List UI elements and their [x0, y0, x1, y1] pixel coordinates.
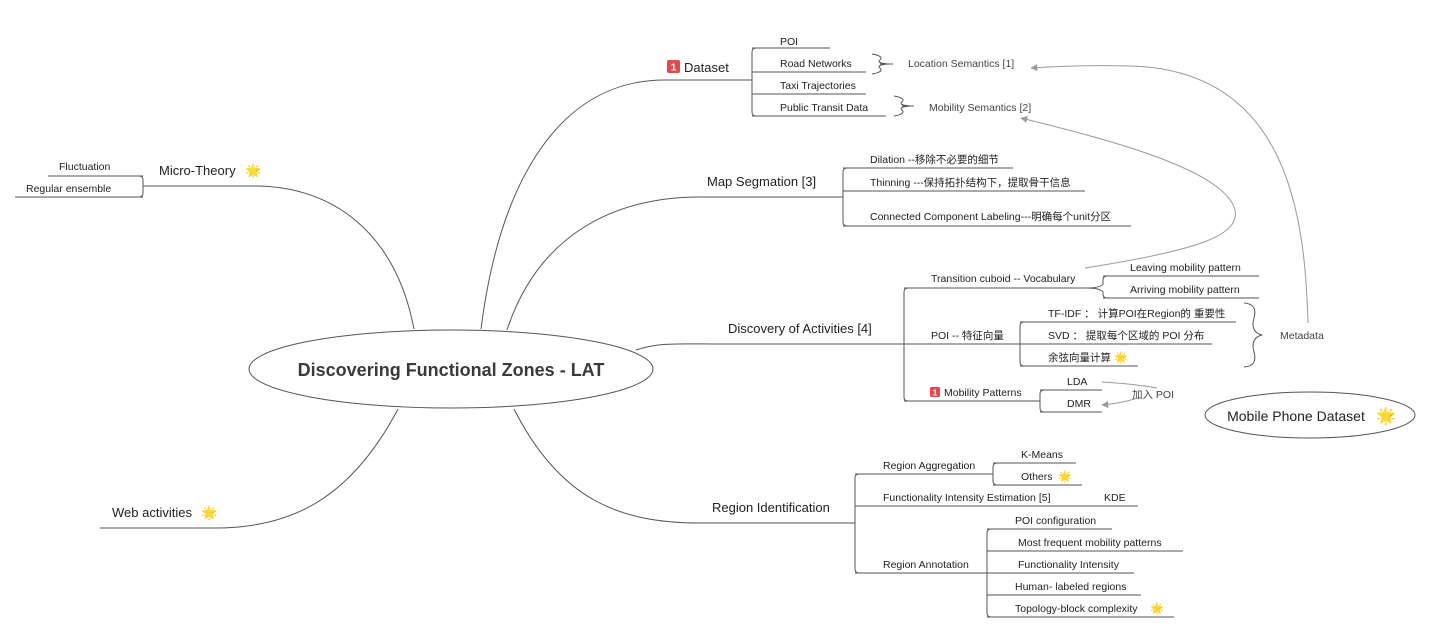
map-seg-child-ccl: Connected Component Labeling---明确每个unit分… — [870, 210, 1111, 223]
transition-child-arriving: Arriving mobility pattern — [1130, 284, 1240, 296]
root-node[interactable]: Discovering Functional Zones - LAT — [248, 329, 654, 409]
link-root-regionid — [513, 408, 855, 524]
star-icon: 🌟 — [201, 505, 217, 521]
poi-child-svd: SVD ： 提取每个区域的 POI 分布 — [1048, 329, 1204, 342]
annotation-child-topology: Topology-block complexity — [1015, 603, 1138, 615]
mobility-semantics-label: Mobility Semantics [2] — [929, 102, 1031, 114]
map-seg-children: Dilation --移除不必要的细节 Thinning ---保持拓扑结构下，… — [842, 153, 1131, 227]
annotation-child-intensity: Functionality Intensity — [1018, 559, 1120, 571]
poi-vector-label[interactable]: POI -- 特征向量 — [931, 329, 1004, 342]
intensity-estimation-label[interactable]: Functionality Intensity Estimation [5] — [883, 492, 1051, 504]
mobility-child-dmr: DMR — [1067, 398, 1091, 410]
summary-brace-metadata — [1243, 302, 1263, 368]
aggregation-child-others: Others — [1021, 471, 1053, 483]
priority-badge-icon — [930, 387, 940, 397]
mobile-phone-dataset-node[interactable]: Mobile Phone Dataset 🌟 — [1204, 391, 1416, 439]
discovery-children: Transition cuboid -- Vocabulary POI -- 特… — [903, 262, 1324, 413]
transition-child-leaving: Leaving mobility pattern — [1130, 262, 1241, 274]
metadata-label: Metadata — [1280, 330, 1324, 342]
link-root-micro — [143, 185, 415, 330]
star-icon: 🌟 — [1114, 351, 1128, 364]
dataset-node[interactable]: 1 Dataset — [667, 60, 729, 75]
dataset-child-poi: POI — [780, 36, 798, 48]
discovery-label[interactable]: Discovery of Activities [4] — [728, 321, 872, 336]
micro-children: Fluctuation Regular ensemble — [15, 161, 144, 198]
annotation-child-human-labeled: Human- labeled regions — [1015, 581, 1126, 593]
link-root-dataset — [480, 79, 752, 330]
dataset-child-taxi: Taxi Trajectories — [780, 80, 856, 92]
relation-arrow-location — [1030, 64, 1309, 324]
aggregation-child-kmeans: K-Means — [1021, 449, 1063, 461]
map-seg-child-dilation: Dilation --移除不必要的细节 — [870, 153, 999, 166]
web-activities-label[interactable]: Web activities — [112, 505, 192, 520]
add-poi-note: 加入 POI — [1132, 389, 1174, 401]
link-root-mapseg — [506, 196, 843, 331]
region-id-children: Region Aggregation Functionality Intensi… — [854, 449, 1183, 618]
micro-theory-label[interactable]: Micro-Theory — [159, 163, 236, 178]
dataset-child-road-networks: Road Networks — [780, 58, 852, 70]
mobility-child-lda: LDA — [1067, 376, 1087, 388]
map-seg-child-thinning: Thinning ---保持拓扑结构下，提取骨干信息 — [870, 176, 1071, 189]
star-icon: 🌟 — [1150, 602, 1164, 615]
region-id-label[interactable]: Region Identification — [712, 500, 830, 515]
relation-arrow-mobility — [1020, 116, 1236, 269]
priority-badge-text: 1 — [933, 389, 938, 398]
star-icon: 🌟 — [1376, 406, 1396, 425]
micro-child-regular-ensemble: Regular ensemble — [26, 183, 111, 195]
poi-child-tfidf: TF-IDF ： 计算POI在Region的 重要性 — [1048, 307, 1225, 320]
star-icon: 🌟 — [245, 163, 261, 179]
link-root-discovery — [635, 343, 904, 351]
priority-badge-icon — [667, 60, 680, 73]
relation-arrow-poi-dmr — [1101, 397, 1139, 409]
annotation-child-frequent-patterns: Most frequent mobility patterns — [1018, 537, 1162, 549]
mobile-phone-dataset-label: Mobile Phone Dataset — [1227, 408, 1365, 424]
region-annotation-label[interactable]: Region Annotation — [883, 559, 969, 571]
dataset-children: POI Road Networks Taxi Trajectories Publ… — [751, 36, 886, 117]
micro-child-fluctuation: Fluctuation — [59, 161, 111, 173]
poi-child-cosine: 余弦向量计算 — [1048, 351, 1111, 364]
priority-badge-text: 1 — [671, 63, 677, 74]
region-aggregation-label[interactable]: Region Aggregation — [883, 460, 975, 472]
dataset-label: Dataset — [684, 60, 729, 75]
annotation-child-poi-config: POI configuration — [1015, 515, 1096, 527]
relation-arrow-poi-lda — [1101, 381, 1158, 389]
transition-label[interactable]: Transition cuboid -- Vocabulary — [931, 273, 1076, 285]
map-seg-label[interactable]: Map Segmation [3] — [707, 174, 816, 189]
root-label: Discovering Functional Zones - LAT — [298, 360, 605, 380]
star-icon: 🌟 — [1058, 470, 1072, 483]
mobility-patterns-label[interactable]: Mobility Patterns — [944, 387, 1022, 399]
dataset-child-transit: Public Transit Data — [780, 102, 868, 114]
link-root-web — [100, 408, 399, 529]
intensity-child-kde: KDE — [1104, 492, 1126, 504]
location-semantics-label: Location Semantics [1] — [908, 58, 1014, 70]
